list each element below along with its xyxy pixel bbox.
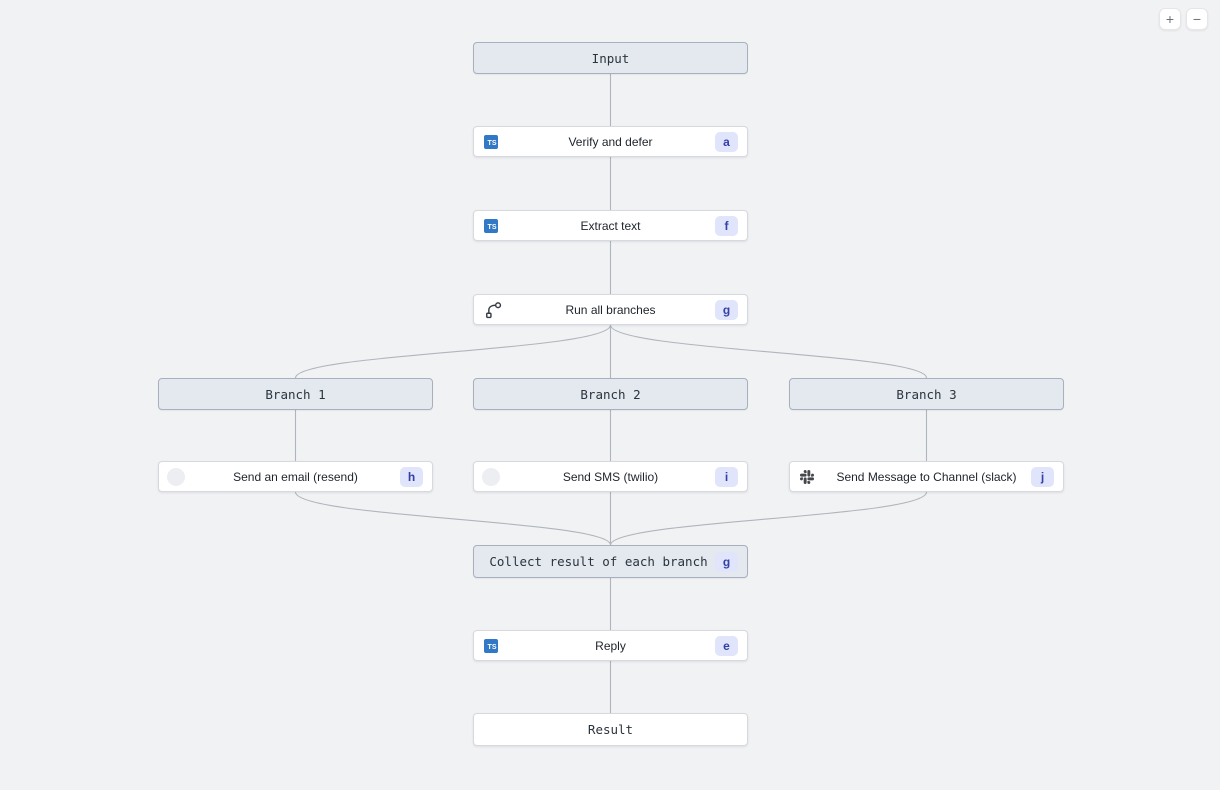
git-branch-icon: [484, 300, 503, 319]
step-badge: g: [715, 299, 738, 320]
zoom-in-button[interactable]: +: [1159, 8, 1181, 30]
step-badge: e: [715, 635, 738, 656]
step-badge: h: [400, 466, 423, 487]
step-badge: f: [715, 215, 738, 236]
node-branch-3[interactable]: Branch 3: [789, 378, 1064, 410]
node-label: Send an email (resend): [233, 469, 358, 484]
node-label: Extract text: [580, 218, 641, 233]
edge-run-branch1: [294, 324, 612, 379]
edge-email-collect: [294, 491, 612, 546]
node-label: Result: [587, 722, 634, 737]
node-send-sms-twilio[interactable]: Send SMS (twilio) i: [473, 461, 748, 492]
node-result[interactable]: Result: [473, 713, 748, 746]
step-badge: i: [715, 466, 738, 487]
node-label: Input: [591, 50, 630, 66]
node-label: Send SMS (twilio): [562, 469, 659, 484]
node-label: Branch 1: [265, 386, 326, 402]
node-extract-text[interactable]: TS Extract text f: [473, 210, 748, 241]
node-label: Send Message to Channel (slack): [836, 469, 1017, 484]
node-run-all-branches[interactable]: Run all branches g: [473, 294, 748, 325]
zoom-out-button[interactable]: −: [1186, 8, 1208, 30]
node-branch-2[interactable]: Branch 2: [473, 378, 748, 410]
edge-run-branch3: [609, 324, 928, 379]
step-badge: a: [715, 131, 738, 152]
node-collect-result[interactable]: Collect result of each branch g: [473, 545, 748, 578]
node-input[interactable]: Input: [473, 42, 748, 74]
node-reply[interactable]: TS Reply e: [473, 630, 748, 661]
typescript-icon: TS: [484, 134, 498, 149]
node-verify-and-defer[interactable]: TS Verify and defer a: [473, 126, 748, 157]
node-label: Branch 3: [896, 386, 957, 402]
edge-slack-collect: [609, 491, 928, 546]
node-branch-1[interactable]: Branch 1: [158, 378, 433, 410]
node-label: Reply: [595, 638, 626, 653]
node-label: Run all branches: [565, 302, 656, 317]
typescript-icon: TS: [484, 638, 498, 653]
resend-icon: [167, 467, 185, 486]
twilio-icon: [482, 467, 500, 486]
node-send-email-resend[interactable]: Send an email (resend) h: [158, 461, 433, 492]
typescript-icon: TS: [484, 218, 498, 233]
slack-icon: [800, 469, 814, 484]
step-badge: j: [1031, 466, 1054, 487]
node-label: Collect result of each branch: [489, 554, 708, 569]
step-badge: g: [715, 551, 738, 572]
node-send-message-slack[interactable]: Send Message to Channel (slack) j: [789, 461, 1064, 492]
node-label: Verify and defer: [568, 134, 653, 149]
node-label: Branch 2: [580, 386, 641, 402]
